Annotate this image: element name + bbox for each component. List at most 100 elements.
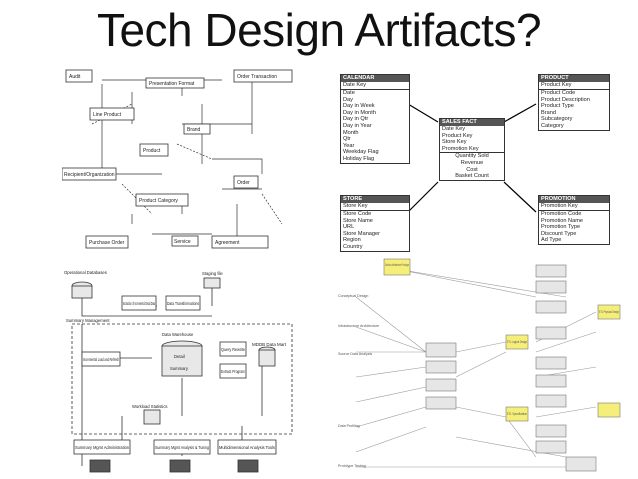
- star-schema-panel: CALENDAR Date Key Date Day Day in Week D…: [336, 74, 632, 264]
- table-header: PRODUCT: [539, 75, 609, 82]
- er-entity-label: Product: [143, 148, 161, 154]
- dw-label: Summary Mgmt Analysis & Tuning: [155, 445, 210, 450]
- table-field: Ad Type: [541, 237, 562, 244]
- er-entity-label: Order Transaction: [237, 74, 277, 80]
- flow-box: [535, 374, 567, 388]
- table-field: Day in Qtr: [343, 116, 369, 123]
- er-entity-label: Audit: [69, 74, 81, 80]
- table-field: Promotion Code: [541, 211, 582, 217]
- er-entity-box: [85, 235, 129, 249]
- table-key: Date Key: [442, 126, 466, 132]
- calendar-table: CALENDAR Date Key Date Day Day in Week D…: [340, 74, 410, 164]
- flow-box: [535, 440, 567, 454]
- transformations-box: [165, 295, 201, 311]
- flow-highlight-box: [505, 334, 529, 350]
- computer-icon: [89, 459, 111, 473]
- er-diagram: Audit Presentation Format Order Transact…: [62, 69, 293, 249]
- flow-box: [535, 424, 567, 438]
- table-header: CALENDAR: [341, 75, 409, 82]
- table-field: Promotion Name: [541, 217, 583, 224]
- dw-label: Staging file: [202, 271, 223, 276]
- incremental-load-box: [81, 351, 121, 367]
- dw-label: Summary: [170, 366, 189, 371]
- table-field: Day in Week: [343, 103, 375, 110]
- table-key: Product Key: [539, 82, 609, 90]
- flow-box: [425, 378, 457, 392]
- er-entity-label: Service: [174, 239, 191, 245]
- er-entity-box: [65, 69, 93, 83]
- computer-icon: [169, 459, 191, 473]
- flow-highlight-box: [505, 406, 529, 422]
- er-entity-box: [211, 235, 269, 249]
- flow-highlight-box: [597, 402, 621, 418]
- extraction-box: [121, 295, 157, 311]
- flow-label: Source Data Analysis: [338, 352, 372, 356]
- warehouse-icon: [161, 345, 203, 377]
- page-title: Tech Design Artifacts?: [96, 4, 542, 56]
- table-field: Store Code: [343, 211, 372, 217]
- product-table: PRODUCT Product Key Product Code Product…: [538, 74, 610, 131]
- flow-box: [535, 394, 567, 408]
- promotion-table: PROMOTION Promotion Key Promotion Code P…: [538, 195, 610, 245]
- database-icon: [71, 285, 93, 299]
- er-entity-label: Agreement: [215, 240, 240, 246]
- table-key: Promotion Key: [440, 146, 504, 154]
- file-icon: [203, 277, 221, 289]
- flow-box: [425, 360, 457, 374]
- er-entity-box: [171, 235, 199, 247]
- table-field: Category: [541, 122, 564, 129]
- dw-label: Incremental Load and Refresh: [83, 357, 119, 362]
- flow-box: [425, 396, 457, 410]
- table-header: PROMOTION: [539, 196, 609, 203]
- table-field: Region: [343, 237, 361, 244]
- table-field: Holiday Flag: [343, 155, 375, 162]
- computer-icon: [237, 459, 259, 473]
- er-entity-label: Recipient/Organization: [64, 172, 115, 178]
- multidimensional-tools-box: [217, 439, 277, 455]
- etl-flow-panel: Solution Architecture Prototype Conceptu…: [336, 257, 632, 479]
- table-field: Discount Type: [541, 230, 577, 237]
- table-header: SALES FACT: [440, 119, 504, 126]
- flow-label: ETL Logical Design: [507, 340, 527, 344]
- table-field: Product Description: [541, 96, 590, 103]
- table-field: Day in Month: [343, 109, 376, 116]
- table-field: Store Manager: [343, 230, 381, 237]
- table-field: Month: [343, 129, 359, 136]
- er-entity-box: [183, 123, 211, 135]
- er-entity-box: [233, 69, 293, 83]
- dw-label: Operational Databases: [64, 270, 107, 275]
- dw-architecture-panel: Operational Databases Staging file Extra…: [62, 266, 302, 479]
- dw-label: Data Warehouse: [162, 332, 194, 337]
- workload-statistics-icon: [143, 409, 161, 425]
- dw-label: Summary Management: [66, 318, 110, 323]
- er-diagram-panel: Audit Presentation Format Order Transact…: [62, 64, 302, 264]
- extract-program-box: [219, 363, 247, 379]
- summary-admin-box: [73, 439, 131, 455]
- table-field: Promotion Type: [541, 224, 581, 231]
- flow-box: [535, 326, 567, 340]
- dw-label: Query Rewrite: [221, 347, 246, 352]
- er-entity-box: [139, 143, 169, 157]
- flow-label: Infrastructure Architecture: [338, 324, 379, 328]
- connector-line: [503, 181, 537, 213]
- dw-label: Workload Statistics: [132, 404, 168, 409]
- table-field: Day: [343, 96, 353, 103]
- dw-label: Detail: [174, 354, 185, 359]
- er-entity-box: [233, 175, 259, 189]
- table-field: Subcategory: [541, 116, 573, 123]
- flow-label: Conceptual Design: [338, 294, 368, 298]
- er-entity-box: [62, 167, 117, 181]
- er-entity-label: Purchase Order: [89, 240, 125, 246]
- table-measure: Basket Count: [455, 173, 489, 180]
- flow-label: Prototype Testing: [338, 464, 366, 468]
- table-field: Weekday Flag: [343, 149, 379, 156]
- dw-architecture-diagram: Operational Databases Staging file Extra…: [64, 270, 293, 473]
- dw-label: Data Transformations: [167, 301, 199, 306]
- mddb-icon: [258, 349, 276, 367]
- flow-highlight-box: [383, 258, 411, 276]
- dw-label: Multidimensional Analysis Tools: [219, 445, 275, 450]
- connector-line: [407, 181, 439, 213]
- table-field: Store Name: [343, 217, 373, 224]
- connector-line: [407, 103, 439, 123]
- table-field: Product Code: [541, 90, 576, 96]
